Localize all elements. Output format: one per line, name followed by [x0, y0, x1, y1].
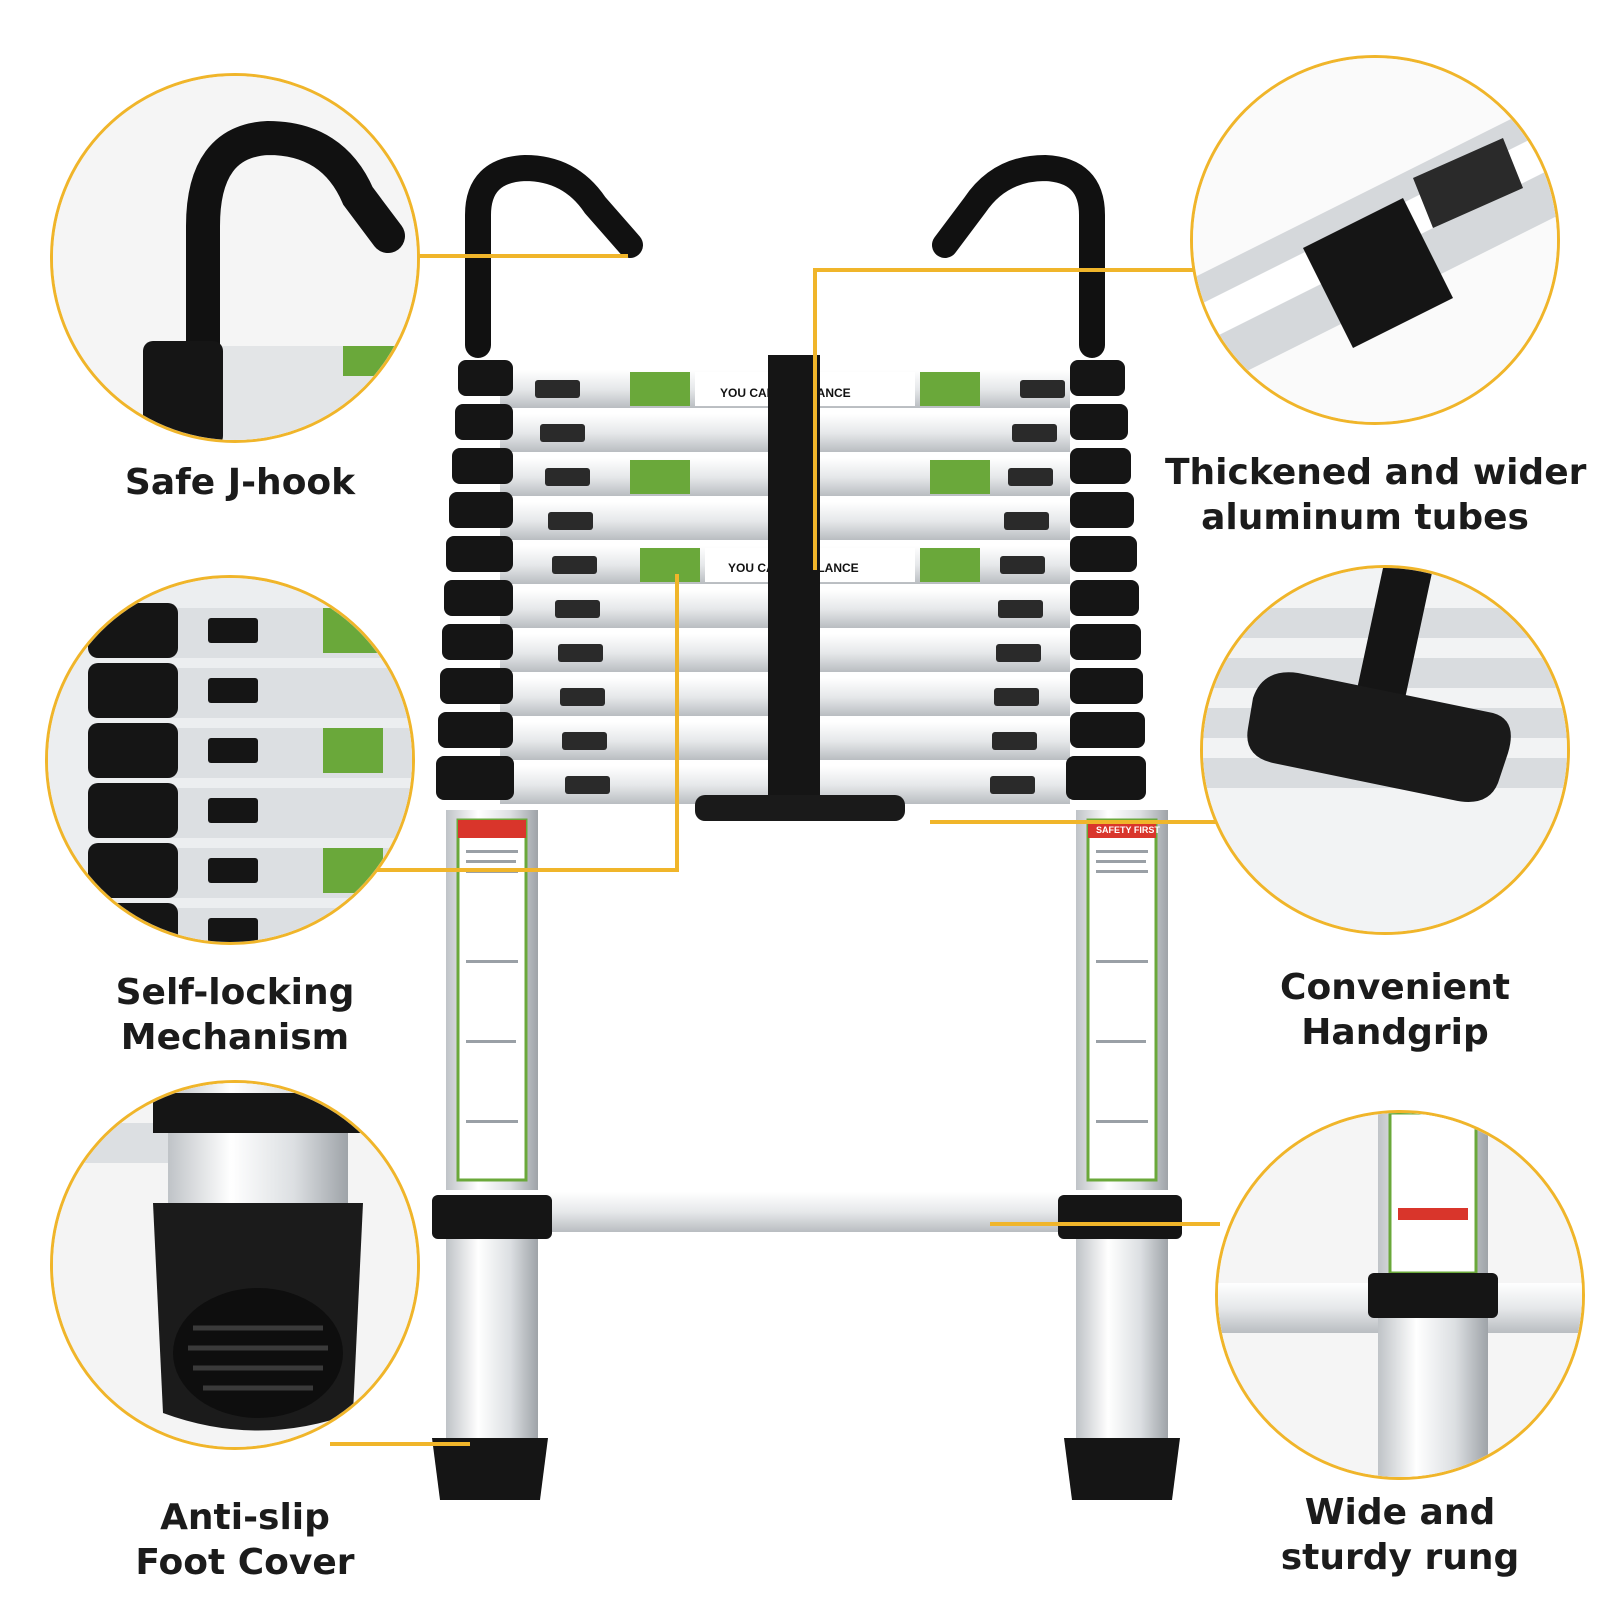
feature-label-j-hook: Safe J-hook	[100, 460, 380, 505]
connector-line	[813, 268, 817, 570]
feature-label-lock: Self-locking Mechanism	[85, 970, 385, 1060]
label-line: Handgrip	[1301, 1012, 1489, 1053]
safety-panel-title: SAFETY FIRST	[1096, 825, 1160, 835]
connector-line	[675, 574, 679, 872]
feature-label-foot: Anti-slip Foot Cover	[95, 1495, 395, 1585]
foot-cover-closeup	[50, 1080, 420, 1450]
connector-line	[813, 268, 1193, 272]
label-line: Wide and	[1304, 1492, 1496, 1533]
strap	[768, 355, 820, 795]
feature-label-rung: Wide and sturdy rung	[1250, 1490, 1550, 1580]
label-line: sturdy rung	[1280, 1537, 1520, 1578]
connector-line	[375, 868, 677, 872]
label-line: Mechanism	[120, 1017, 350, 1058]
handgrip	[695, 795, 905, 821]
feature-label-handgrip: Convenient Handgrip	[1245, 965, 1545, 1055]
j-hook-closeup	[50, 73, 420, 443]
label-line: Anti-slip	[160, 1497, 330, 1538]
label-line: Safe J-hook	[124, 462, 356, 503]
connector-line	[330, 1442, 470, 1446]
connector-line	[418, 254, 628, 258]
connector-line	[930, 820, 1220, 824]
label-line: Thickened and wider	[1165, 452, 1587, 493]
lock-closeup	[45, 575, 415, 945]
handgrip-closeup	[1200, 565, 1570, 935]
connector-line	[990, 1222, 1220, 1226]
label-line: Self-locking	[115, 972, 355, 1013]
label-line: aluminum tubes	[1201, 497, 1529, 538]
label-line: Foot Cover	[135, 1542, 355, 1583]
label-line: Convenient	[1280, 967, 1510, 1008]
rung-closeup	[1215, 1110, 1585, 1480]
tube-closeup	[1190, 55, 1560, 425]
feature-label-tubes: Thickened and wider aluminum tubes	[1165, 450, 1587, 540]
